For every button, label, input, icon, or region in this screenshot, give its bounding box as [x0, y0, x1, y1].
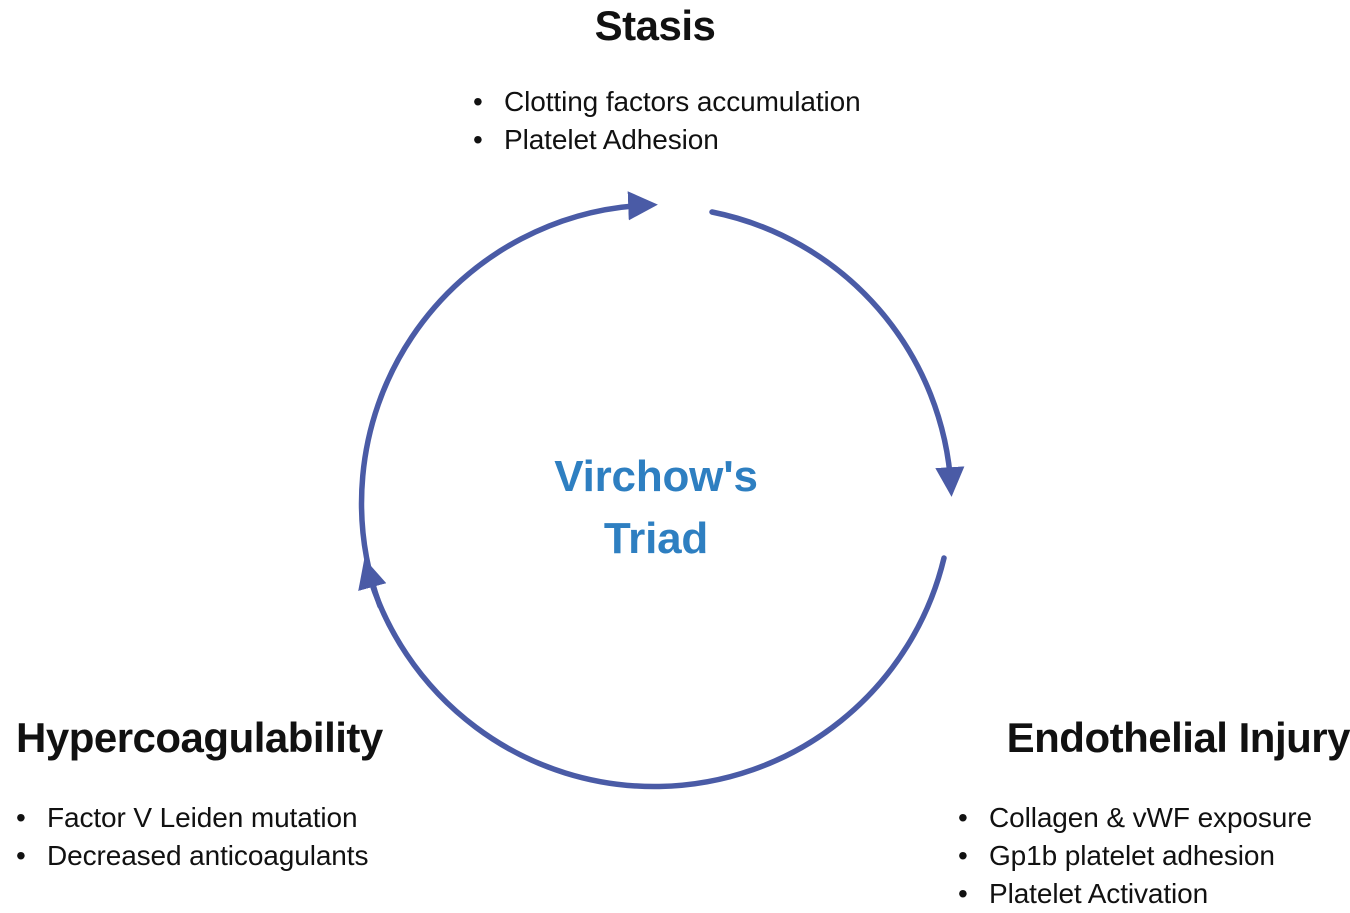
list-item: • Collagen & vWF exposure	[958, 799, 1350, 837]
list-item-label: Collagen & vWF exposure	[989, 802, 1312, 834]
list-item: • Decreased anticoagulants	[16, 837, 516, 875]
bullet-icon: •	[473, 124, 483, 156]
bullet-icon: •	[16, 802, 26, 834]
center-label-line-1: Virchow's	[554, 452, 758, 501]
node-stasis-list: • Clotting factors accumulation • Platel…	[175, 83, 1135, 159]
bullet-icon: •	[958, 878, 968, 910]
bullet-icon: •	[16, 840, 26, 872]
center-label: Virchow's Triad	[456, 446, 856, 571]
list-item-label: Platelet Activation	[989, 878, 1209, 910]
list-item: • Platelet Adhesion	[473, 121, 1135, 159]
bullet-icon: •	[958, 840, 968, 872]
list-item-label: Decreased anticoagulants	[47, 840, 369, 872]
node-endothelial-injury-list: • Collagen & vWF exposure • Gp1b platele…	[958, 799, 1350, 913]
list-item: • Factor V Leiden mutation	[16, 799, 516, 837]
list-item-label: Platelet Adhesion	[504, 124, 719, 156]
list-item: • Clotting factors accumulation	[473, 83, 1135, 121]
list-item: • Platelet Activation	[958, 875, 1350, 913]
node-stasis-heading: Stasis	[594, 2, 716, 49]
node-stasis: Stasis • Clotting factors accumulation •…	[175, 2, 1135, 159]
list-item-label: Clotting factors accumulation	[504, 86, 861, 118]
node-endothelial-injury: Endothelial Injury • Collagen & vWF expo…	[958, 714, 1350, 913]
node-hypercoagulability-heading: Hypercoagulability	[16, 714, 383, 761]
list-item: • Gp1b platelet adhesion	[958, 837, 1350, 875]
list-item-label: Factor V Leiden mutation	[47, 802, 358, 834]
bullet-icon: •	[958, 802, 968, 834]
node-hypercoagulability-list: • Factor V Leiden mutation • Decreased a…	[16, 799, 516, 875]
list-item-label: Gp1b platelet adhesion	[989, 840, 1275, 872]
node-endothelial-injury-heading: Endothelial Injury	[1006, 714, 1350, 761]
center-label-line-2: Triad	[603, 514, 709, 564]
node-hypercoagulability: Hypercoagulability • Factor V Leiden mut…	[16, 714, 516, 875]
bullet-icon: •	[473, 86, 483, 118]
